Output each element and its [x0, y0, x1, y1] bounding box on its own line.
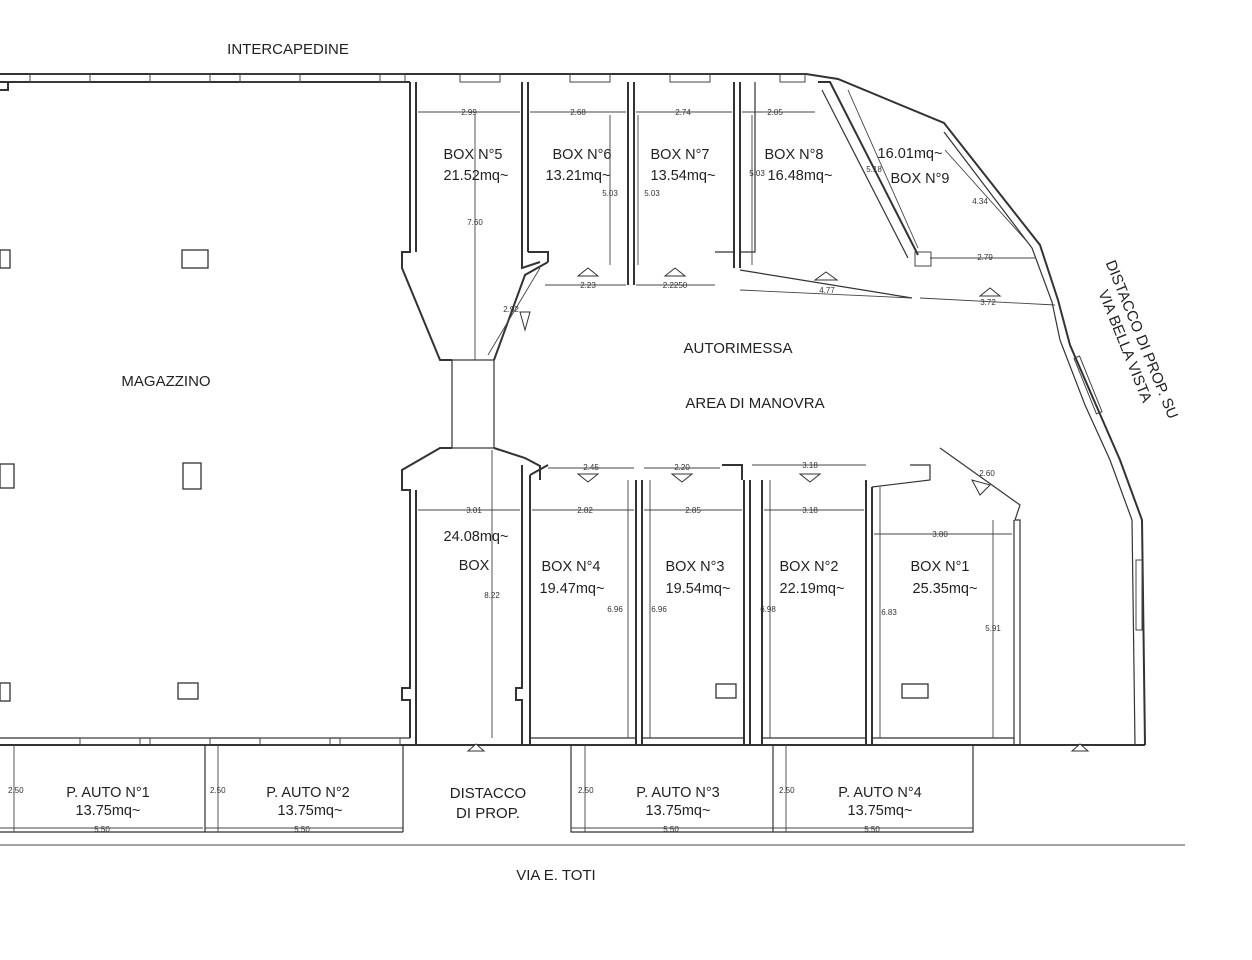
autorimessa-label: AUTORIMESSA	[684, 340, 793, 357]
parking3-width: 2.50	[578, 786, 594, 795]
parking3-name: P. AUTO N°3	[636, 785, 719, 801]
dim-door-b9: 3.72	[980, 298, 996, 307]
intercapedine-label: INTERCAPEDINE	[227, 41, 349, 58]
pillar	[0, 463, 15, 489]
dim-door-b6: 2.23	[580, 281, 596, 290]
parking1-length: 5.50	[94, 825, 110, 834]
pillar	[0, 249, 11, 269]
box8-name: BOX N°8	[765, 147, 824, 163]
dim-door-b7: 2.2250	[663, 281, 688, 290]
dim-b5-width: 2.99	[461, 108, 477, 117]
dim-b2-width: 3.18	[802, 506, 818, 515]
box6-name: BOX N°6	[553, 147, 612, 163]
box6-area: 13.21mq~	[546, 168, 611, 184]
box5-name: BOX N°5	[444, 147, 503, 163]
dim-box-width: 3.01	[466, 506, 482, 515]
street-label: VIA E. TOTI	[516, 867, 595, 884]
dim-b8-depth: 5.03	[749, 169, 765, 178]
parking4-length: 5.50	[864, 825, 880, 834]
box-unnumbered-area: 24.08mq~	[444, 529, 509, 545]
pillar	[0, 682, 11, 702]
dim-b8-width: 2.05	[767, 108, 783, 117]
dim-b9-diag: 4.34	[972, 197, 988, 206]
dim-b3-depth: 6.96	[651, 605, 667, 614]
dim-b4-width: 2.82	[577, 506, 593, 515]
dimension-lines	[0, 89, 1056, 832]
box4-name: BOX N°4	[542, 559, 601, 575]
dim-ramp: 2.92	[503, 305, 519, 314]
dim-b1-depth: 6.83	[881, 608, 897, 617]
box9-area: 16.01mq~	[878, 146, 943, 162]
outer-walls	[0, 73, 1185, 846]
box4-area: 19.47mq~	[540, 581, 605, 597]
dim-b3-width: 2.85	[685, 506, 701, 515]
central-column	[451, 261, 549, 480]
parking1-name: P. AUTO N°1	[66, 785, 149, 801]
parking2-area: 13.75mq~	[278, 803, 343, 819]
distacco-line2: DI PROP.	[456, 805, 520, 822]
dim-door-b1: 2.60	[979, 469, 995, 478]
parking4-name: P. AUTO N°4	[838, 785, 921, 801]
distacco-line1: DISTACCO	[450, 785, 526, 802]
magazzino-label: MAGAZZINO	[121, 373, 210, 390]
box2-name: BOX N°2	[780, 559, 839, 575]
box2-area: 22.19mq~	[780, 581, 845, 597]
box7-area: 13.54mq~	[651, 168, 716, 184]
parking4-width: 2.50	[779, 786, 795, 795]
dim-b2-depth: 6.98	[760, 605, 776, 614]
box3-area: 19.54mq~	[666, 581, 731, 597]
side-distacco-label: DISTACCO DI PROP. SU VIA BELLA VISTA	[1094, 258, 1181, 422]
dim-b6-depth: 5.03	[602, 189, 618, 198]
dim-b9-width: 2.79	[977, 253, 993, 262]
parking4-area: 13.75mq~	[848, 803, 913, 819]
parking-area	[0, 745, 974, 833]
pillar	[182, 462, 202, 490]
box1-name: BOX N°1	[911, 559, 970, 575]
bottom-boxes	[415, 447, 1021, 745]
dim-door-b4: 2.45	[583, 463, 599, 472]
box8-area: 16.48mq~	[768, 168, 833, 184]
pillar	[715, 683, 737, 699]
top-boxes	[415, 81, 932, 299]
dim-door-b2: 3.18	[802, 461, 818, 470]
dim-b7-width: 2.74	[675, 108, 691, 117]
box-unnumbered-name: BOX	[459, 558, 490, 574]
parking2-width: 2.50	[210, 786, 226, 795]
box1-area: 25.35mq~	[913, 581, 978, 597]
pillar	[181, 249, 209, 269]
dim-b9-side: 5.18	[866, 165, 882, 174]
pillar	[901, 683, 929, 699]
box3-name: BOX N°3	[666, 559, 725, 575]
dim-door-b8: 4.77	[819, 286, 835, 295]
dim-b1-width: 3.80	[932, 530, 948, 539]
dim-b7-depth: 5.03	[644, 189, 660, 198]
dim-door-b3: 2.20	[674, 463, 690, 472]
dim-b4-depth: 6.96	[607, 605, 623, 614]
parking2-name: P. AUTO N°2	[266, 785, 349, 801]
box7-name: BOX N°7	[651, 147, 710, 163]
parking1-area: 13.75mq~	[76, 803, 141, 819]
parking3-length: 5.50	[663, 825, 679, 834]
pillar	[177, 682, 199, 700]
dim-b6-width: 2.68	[570, 108, 586, 117]
box5-area: 21.52mq~	[444, 168, 509, 184]
parking2-length: 5.50	[294, 825, 310, 834]
door-markers	[466, 267, 1090, 752]
area-manovra-label: AREA DI MANOVRA	[685, 395, 824, 412]
magazzino-room	[0, 82, 452, 738]
parking1-width: 2.50	[8, 786, 24, 795]
box9-name: BOX N°9	[891, 171, 950, 187]
dim-b1-depth2: 5.91	[985, 624, 1001, 633]
dim-b5-depth: 7.60	[467, 218, 483, 227]
dim-box-depth: 8.22	[484, 591, 500, 600]
parking3-area: 13.75mq~	[646, 803, 711, 819]
